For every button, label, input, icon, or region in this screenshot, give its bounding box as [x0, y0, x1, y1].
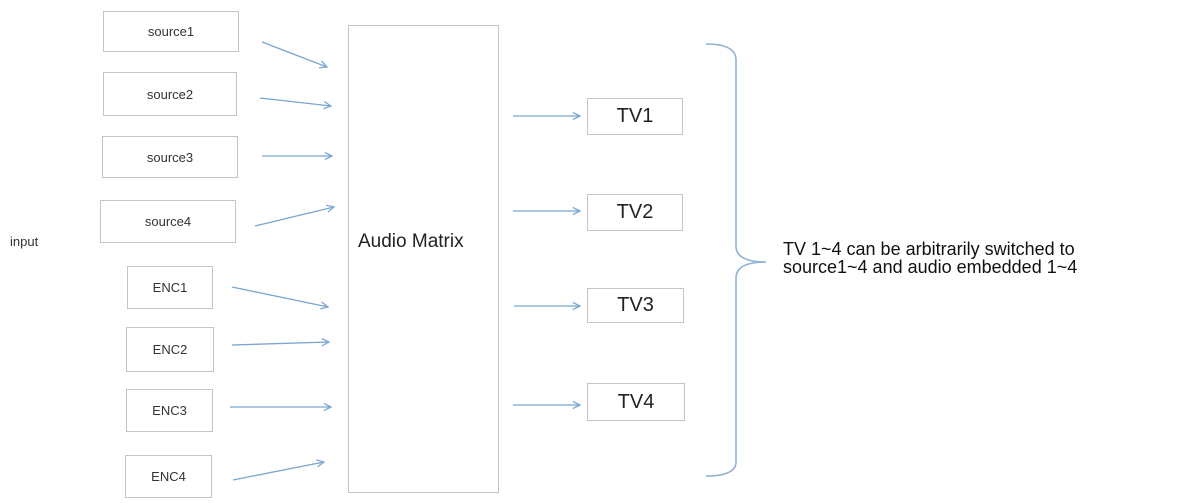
tv-box-1: TV1 — [587, 98, 683, 135]
switching-note: TV 1~4 can be arbitrarily switched to so… — [783, 240, 1077, 276]
encoder-label: ENC1 — [152, 280, 188, 295]
arrow-enc1-to-matrix — [231, 286, 328, 307]
arrow-source4-to-matrix — [254, 207, 334, 227]
encoder-box-2: ENC2 — [126, 327, 214, 372]
source-label: source3 — [146, 149, 194, 165]
tv-label: TV3 — [617, 294, 654, 316]
arrow-enc4-to-matrix — [232, 462, 324, 481]
source-label: source2 — [146, 86, 194, 102]
encoder-box-3: ENC3 — [126, 389, 213, 432]
encoder-box-4: ENC4 — [125, 455, 212, 498]
audio-matrix-box — [348, 25, 499, 493]
tv-label: TV4 — [617, 390, 655, 413]
switching-note-line-2: source1~4 and audio embedded 1~4 — [783, 257, 1078, 277]
switching-note-line-1: TV 1~4 can be arbitrarily switched to — [783, 239, 1075, 259]
source-box-4: source4 — [100, 200, 236, 243]
tv-box-2: TV2 — [587, 194, 683, 231]
input-label: input — [10, 234, 39, 249]
source-box-2: source2 — [103, 72, 237, 116]
source-box-3: source3 — [102, 136, 238, 178]
right-brace — [705, 43, 767, 477]
encoder-label: ENC3 — [152, 403, 187, 418]
audio-matrix-label: Audio Matrix — [358, 231, 464, 252]
arrow-enc2-to-matrix — [231, 342, 329, 345]
tv-label: TV1 — [616, 105, 654, 127]
encoder-label: ENC2 — [152, 342, 188, 357]
source-box-1: source1 — [103, 11, 239, 52]
encoder-box-1: ENC1 — [127, 266, 213, 309]
tv-label: TV2 — [616, 201, 654, 223]
tv-box-4: TV4 — [587, 383, 685, 421]
source-label: source1 — [147, 24, 195, 39]
encoder-label: ENC4 — [151, 469, 186, 484]
source-label: source4 — [144, 214, 192, 229]
arrow-source1-to-matrix — [261, 41, 327, 67]
arrow-source2-to-matrix — [259, 97, 331, 106]
tv-box-3: TV3 — [587, 288, 684, 323]
